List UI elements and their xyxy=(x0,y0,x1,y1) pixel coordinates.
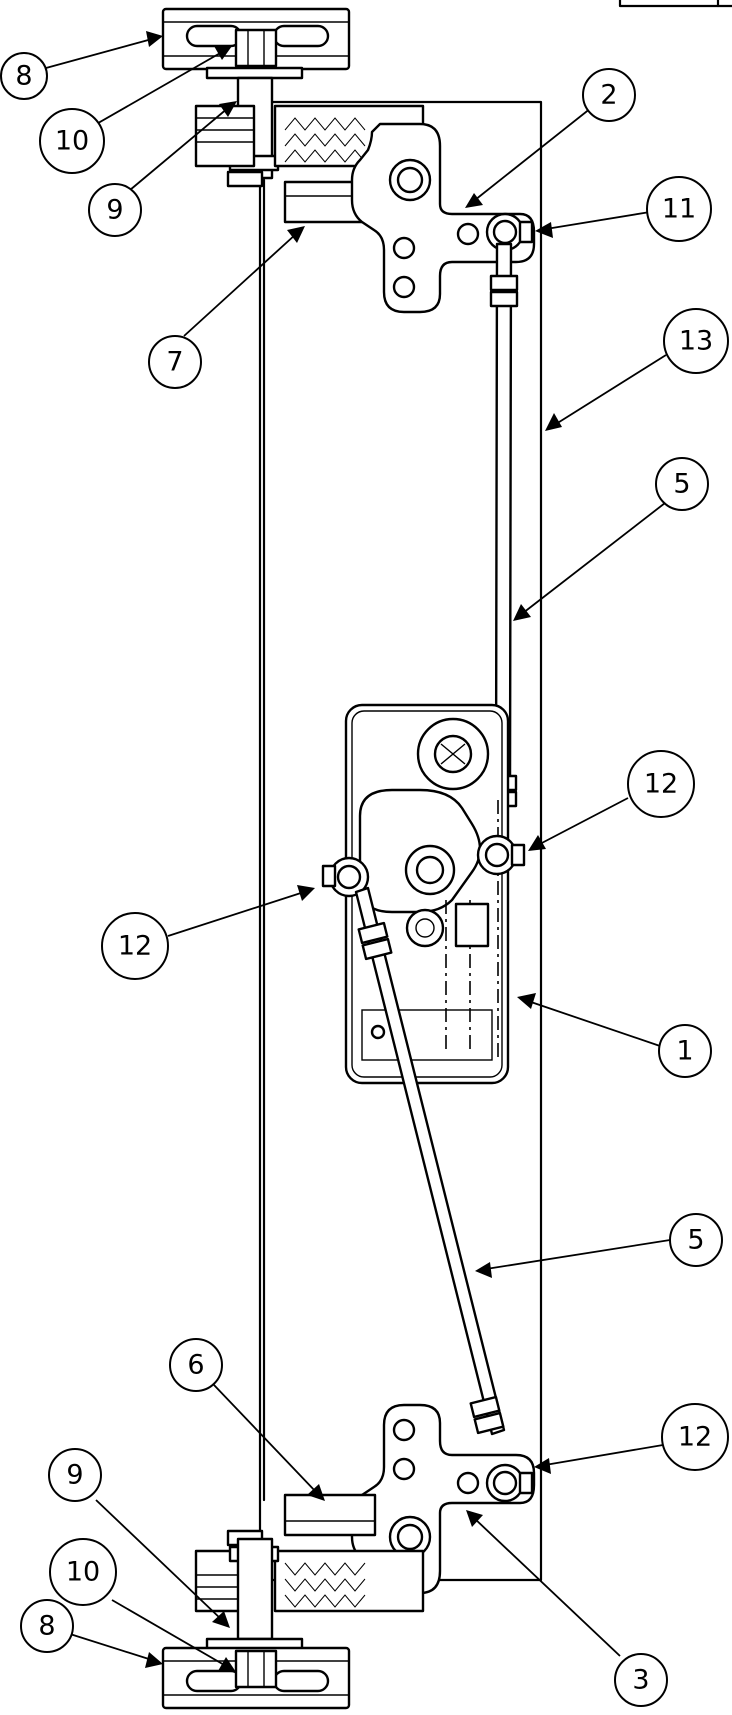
svg-text:10: 10 xyxy=(66,1557,100,1588)
svg-text:2: 2 xyxy=(600,80,617,111)
svg-text:13: 13 xyxy=(679,326,713,357)
svg-text:12: 12 xyxy=(118,931,152,962)
balloon-11: 11 xyxy=(646,176,712,242)
svg-text:5: 5 xyxy=(687,1225,704,1256)
svg-text:9: 9 xyxy=(66,1460,83,1491)
balloon-2: 2 xyxy=(582,68,636,122)
svg-text:7: 7 xyxy=(166,347,183,378)
balloon-1: 1 xyxy=(658,1024,712,1078)
balloon-7: 7 xyxy=(148,335,202,389)
svg-text:11: 11 xyxy=(662,194,696,225)
balloon-10-top: 10 xyxy=(39,108,105,174)
balloon-12-right: 12 xyxy=(627,750,695,818)
balloon-9-bottom: 9 xyxy=(48,1448,102,1502)
svg-text:3: 3 xyxy=(632,1665,649,1696)
middle-clip-12-left xyxy=(321,856,370,898)
bottom-hinge-housing-6 xyxy=(194,1493,425,1613)
bottom-lever-3 xyxy=(350,1403,536,1595)
svg-text:5: 5 xyxy=(673,469,690,500)
balloon-8-top: 8 xyxy=(0,52,48,100)
svg-text:8: 8 xyxy=(15,61,32,92)
balloon-8-bottom: 8 xyxy=(20,1599,74,1653)
balloon-13: 13 xyxy=(663,308,729,374)
leader-lines xyxy=(45,31,671,1672)
lower-rod-5 xyxy=(354,886,506,1436)
svg-text:1: 1 xyxy=(676,1036,693,1067)
balloon-10-bottom: 10 xyxy=(49,1538,117,1606)
bottom-nut-10 xyxy=(234,1649,278,1689)
svg-text:12: 12 xyxy=(678,1422,712,1453)
balloon-12-left: 12 xyxy=(101,912,169,980)
svg-text:8: 8 xyxy=(38,1611,55,1642)
middle-clip-12-right xyxy=(476,834,526,876)
balloon-5-bottom: 5 xyxy=(669,1213,723,1267)
svg-text:10: 10 xyxy=(55,126,89,157)
balloon-9-top: 9 xyxy=(88,183,142,237)
balloon-3: 3 xyxy=(614,1653,668,1707)
bottom-clip-12 xyxy=(485,1463,534,1503)
svg-text:6: 6 xyxy=(187,1350,204,1381)
top-nut-10 xyxy=(234,28,278,68)
svg-text:9: 9 xyxy=(106,195,123,226)
top-lever-2 xyxy=(350,122,536,314)
balloon-12-bottom: 12 xyxy=(661,1403,729,1471)
top-hinge-housing-7 xyxy=(194,104,425,224)
svg-text:12: 12 xyxy=(644,769,678,800)
balloon-5-top: 5 xyxy=(655,457,709,511)
balloon-6: 6 xyxy=(169,1338,223,1392)
bottom-pin-9 xyxy=(226,1529,280,1641)
title-block-corner xyxy=(618,0,732,8)
